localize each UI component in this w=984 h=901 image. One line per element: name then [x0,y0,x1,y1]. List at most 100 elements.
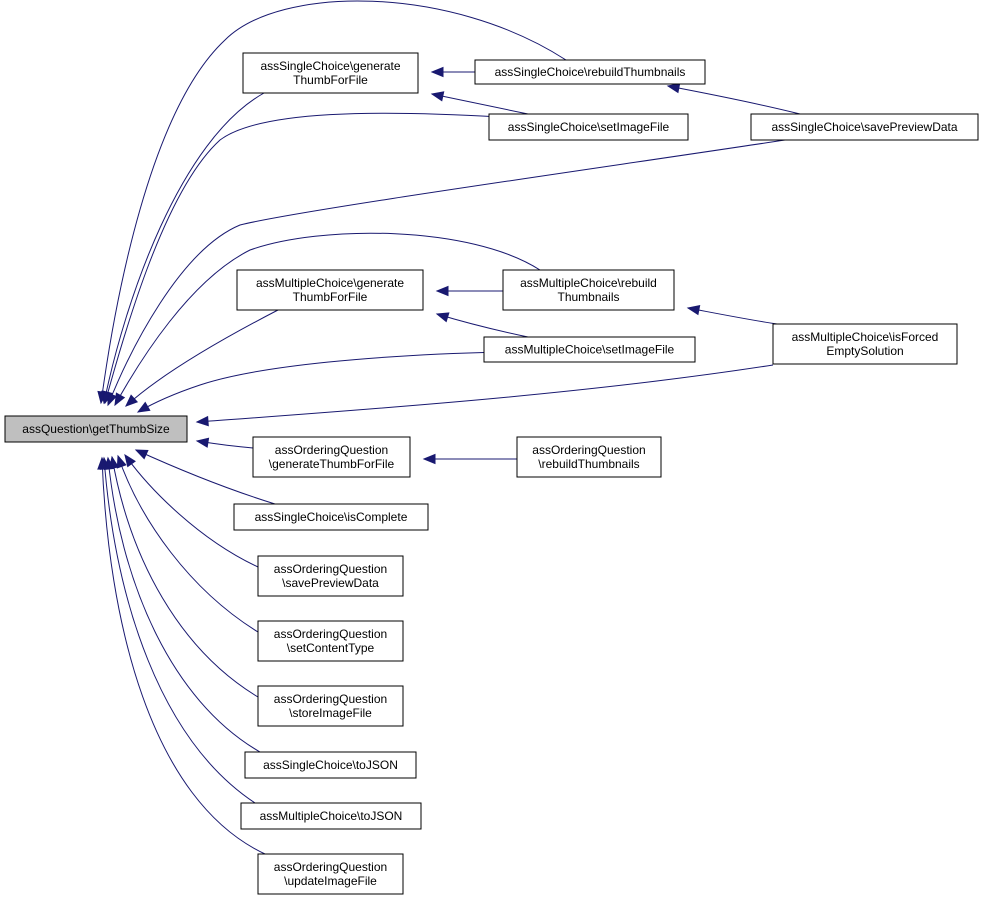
edge-sc_complete-to-root [135,449,276,505]
edge-mc_gen-to-root [125,309,279,407]
node-label: assQuestion\getThumbSize [22,422,170,436]
node-box[interactable] [516,436,662,478]
edge-oq_savepv-to-root [124,454,259,568]
node-oq_store[interactable]: assOrderingQuestion\storeImageFile [257,685,404,727]
arrowhead-oq_update-to-root [97,456,108,470]
node-box[interactable] [502,269,675,311]
arrowhead-oq_rebuild-to-oq_gen [422,453,436,465]
node-box[interactable] [483,336,696,363]
call-nodes: assQuestion\getThumbSize assSingleChoice\… [4,52,979,895]
edge-oq_setct-to-root [117,455,259,633]
edge-sc_setimg-to-root [104,112,501,404]
node-label: assOrderingQuestion [275,443,388,457]
node-mc_setimg[interactable]: assMultipleChoice\setImageFile [483,336,696,363]
node-sc_gen[interactable]: assSingleChoice\generateThumbForFile [242,52,419,94]
node-box[interactable] [233,503,429,531]
node-box[interactable] [488,113,689,141]
node-oq_gen[interactable]: assOrderingQuestion\generateThumbForFile [252,436,411,478]
node-box[interactable] [772,323,958,365]
node-box[interactable] [4,415,188,443]
node-box[interactable] [257,620,404,662]
edge-oq_store-to-root [111,456,259,698]
node-label: assSingleChoice\toJSON [263,758,398,772]
node-label: EmptySolution [826,344,903,358]
node-label: \rebuildThumbnails [538,457,639,471]
arrowhead-sc_complete-to-root [134,449,149,460]
node-box[interactable] [244,751,417,779]
node-label: assSingleChoice\savePreviewData [771,120,957,134]
node-box[interactable] [257,685,404,727]
node-box[interactable] [236,269,424,311]
edge-sc_gen-to-root [103,92,265,404]
node-box[interactable] [257,555,404,597]
node-label: \updateImageFile [284,874,377,888]
node-mc_gen[interactable]: assMultipleChoice\generateThumbForFile [236,269,424,311]
arrowhead-oq_savepv-to-root [124,453,136,468]
arrowhead-sc_rebuild-to-sc_gen [430,66,444,78]
node-sc_setimg[interactable]: assSingleChoice\setImageFile [488,113,689,141]
node-label: assOrderingQuestion [274,562,387,576]
node-sc_savepv[interactable]: assSingleChoice\savePreviewData [750,113,979,141]
node-mc_rebuild[interactable]: assMultipleChoice\rebuildThumbnails [502,269,675,311]
node-sc_complete[interactable]: assSingleChoice\isComplete [233,503,429,531]
node-oq_update[interactable]: assOrderingQuestion\updateImageFile [257,853,404,895]
node-label: assMultipleChoice\toJSON [260,809,403,823]
edge-sc_rebuild-to-root [100,0,567,404]
node-label: assSingleChoice\generate [260,59,400,73]
edge-sc_savepv-to-sc_rebuild [667,85,801,115]
edge-mc_forced-to-mc_rebuild [687,307,778,325]
node-label: \savePreviewData [282,576,379,590]
arrowhead-mc_setimg-to-root [136,401,151,413]
edge-sc_savepv-to-root [107,139,786,406]
node-box[interactable] [252,436,411,478]
node-label: assOrderingQuestion [274,692,387,706]
node-box[interactable] [242,52,419,94]
arrowhead-sc_savepv-to-sc_rebuild [666,82,681,94]
node-label: assMultipleChoice\setImageFile [505,343,675,357]
node-mc_json[interactable]: assMultipleChoice\toJSON [240,802,422,830]
node-label: assOrderingQuestion [274,860,387,874]
arrowhead-oq_gen-to-root [195,437,210,448]
node-root[interactable]: assQuestion\getThumbSize [4,415,188,443]
node-oq_savepv[interactable]: assOrderingQuestion\savePreviewData [257,555,404,597]
node-oq_setct[interactable]: assOrderingQuestion\setContentType [257,620,404,662]
node-label: assMultipleChoice\isForced [792,330,939,344]
arrowhead-sc_setimg-to-sc_gen [430,91,445,102]
node-sc_json[interactable]: assSingleChoice\toJSON [244,751,417,779]
node-label: assSingleChoice\setImageFile [508,120,670,134]
node-box[interactable] [750,113,979,141]
arrowhead-mc_setimg-to-mc_gen [435,312,450,323]
edge-mc_json-to-root [103,457,256,804]
edge-mc_setimg-to-root [137,351,501,413]
node-label: \generateThumbForFile [269,457,395,471]
arrowhead-mc_gen-to-root [125,394,139,407]
arrowhead-sc_savepv-to-root [107,392,118,407]
node-oq_rebuild[interactable]: assOrderingQuestion\rebuildThumbnails [516,436,662,478]
node-label: assOrderingQuestion [274,627,387,641]
node-label: ThumbForFile [293,73,368,87]
node-box[interactable] [474,59,706,85]
node-label: \storeImageFile [289,706,372,720]
node-label: Thumbnails [557,290,619,304]
arrowhead-mc_rebuild-to-root [114,392,126,407]
edge-mc_forced-to-root [196,364,774,423]
node-label: assMultipleChoice\rebuild [520,276,657,290]
edge-oq_update-to-root [101,457,266,855]
arrowhead-mc_forced-to-root [195,415,209,427]
node-label: \setContentType [287,641,375,655]
arrowhead-mc_rebuild-to-mc_gen [435,285,449,297]
node-sc_rebuild[interactable]: assSingleChoice\rebuildThumbnails [474,59,706,85]
edge-mc_rebuild-to-root [114,232,541,406]
node-label: assMultipleChoice\generate [256,276,404,290]
node-box[interactable] [257,853,404,895]
arrowhead-oq_setct-to-root [116,454,127,469]
node-label: assSingleChoice\rebuildThumbnails [495,65,686,79]
edge-sc_setimg-to-sc_gen [431,93,529,115]
edge-sc_json-to-root [107,457,261,753]
node-label: assOrderingQuestion [532,443,645,457]
node-box[interactable] [240,802,422,830]
node-label: assSingleChoice\isComplete [255,510,408,524]
call-edges [97,0,801,855]
